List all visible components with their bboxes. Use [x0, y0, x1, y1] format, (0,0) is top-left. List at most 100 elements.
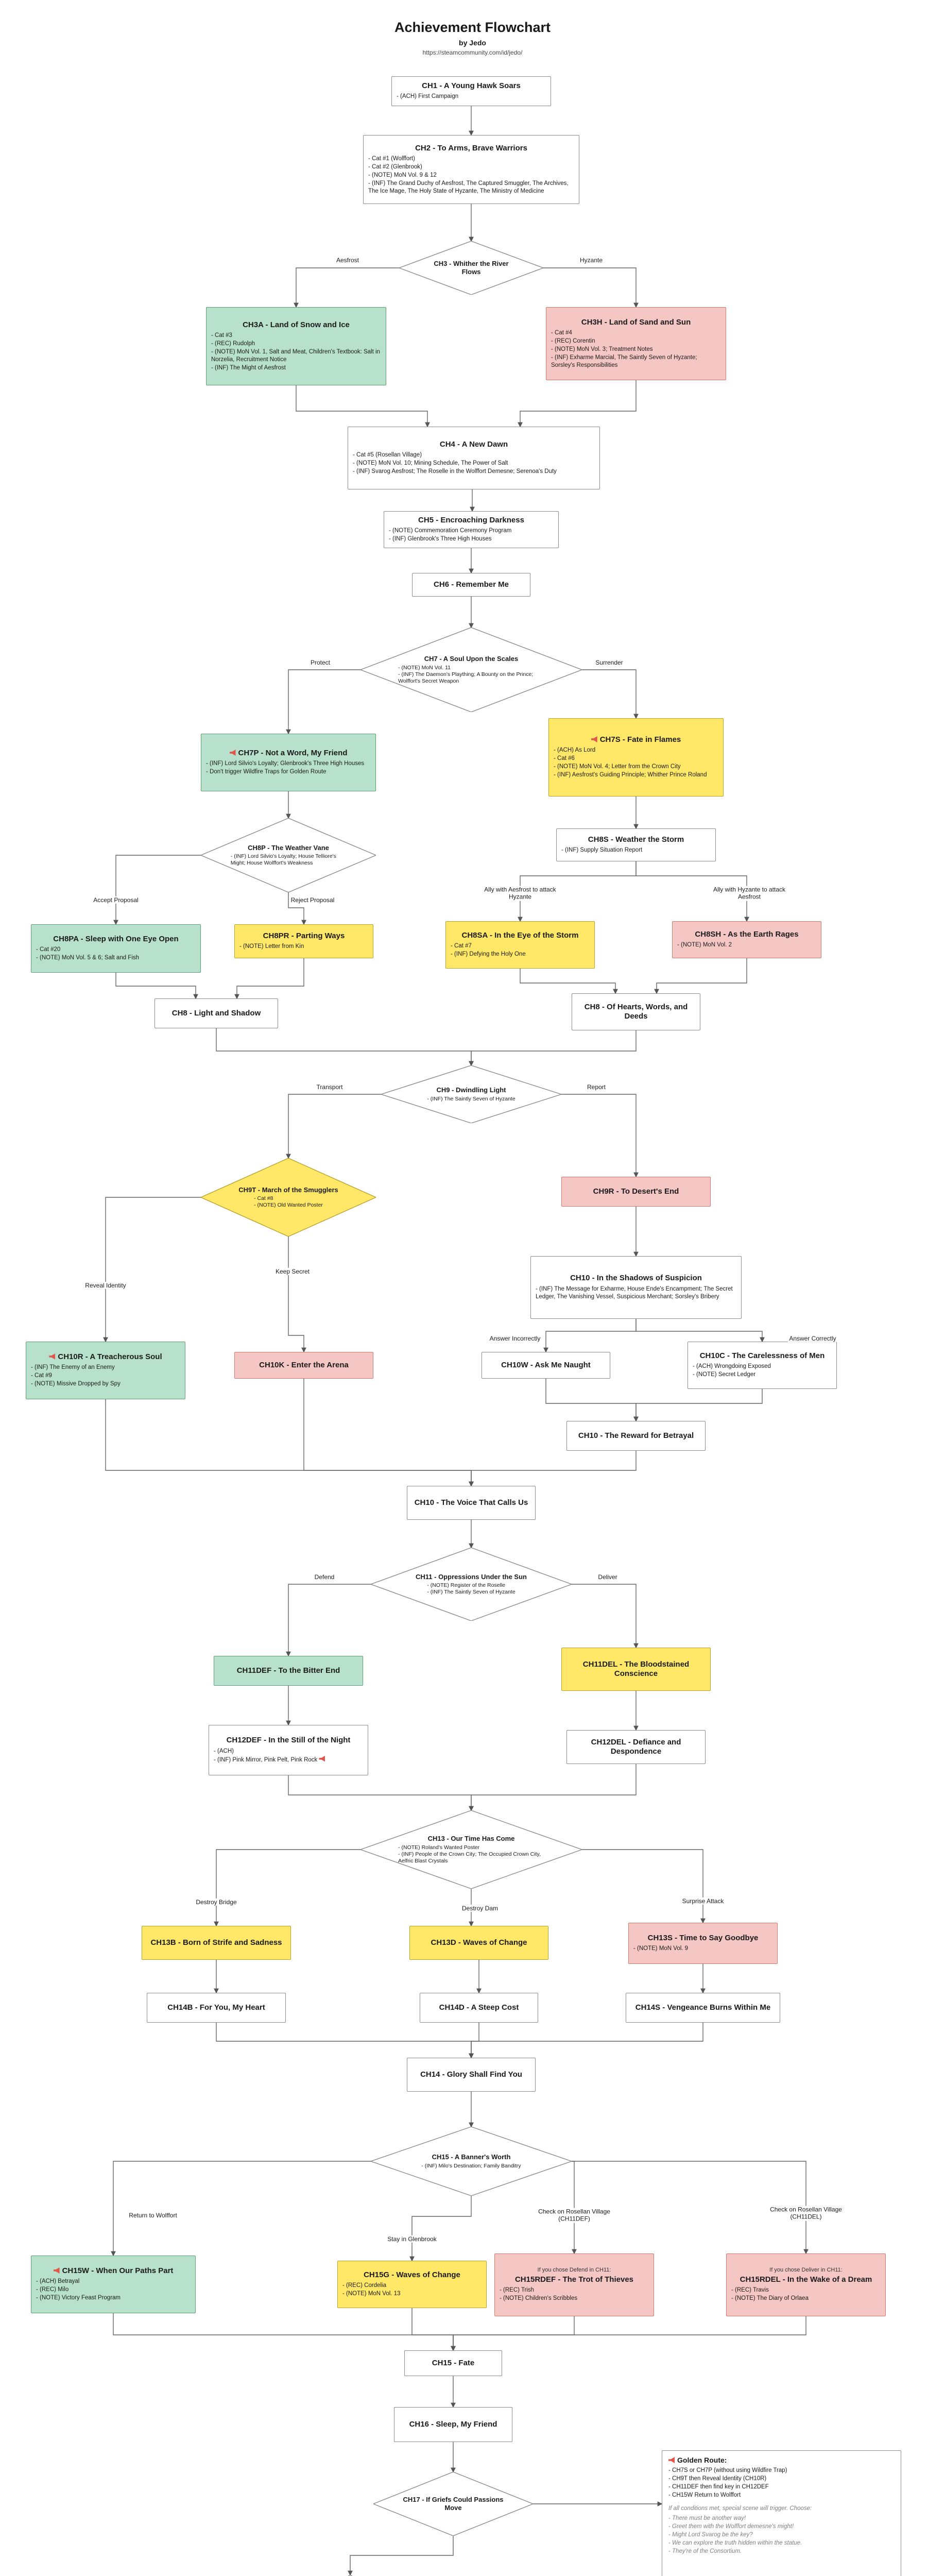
- node-title: CH10 - The Reward for Betrayal: [578, 1431, 694, 1440]
- node-ch1: CH1 - A Young Hawk Soars - (ACH) First C…: [391, 76, 551, 106]
- megaphone-icon: [591, 736, 597, 742]
- node-title: CH8 - Light and Shadow: [171, 1008, 261, 1018]
- diamond-shape: [399, 241, 543, 295]
- node-lines: - (INF) The Message for Exharme, House E…: [536, 1285, 733, 1300]
- author-url[interactable]: https://steamcommunity.com/id/jedo/: [422, 49, 523, 56]
- edge-label-surprise-attack: Surprise Attack: [680, 1897, 726, 1905]
- node-title: CH15W - When Our Paths Part: [53, 2266, 173, 2276]
- node-ch13b: CH13B - Born of Strife and Sadness: [142, 1926, 291, 1960]
- node-title: CH8SH - As the Earth Rages: [695, 929, 799, 939]
- diamond-shape: [371, 2127, 572, 2196]
- node-title: CH11DEL - The Bloodstained Conscience: [582, 1659, 690, 1678]
- node-ch8p: CH8P - The Weather Vane - (INF) Lord Sil…: [201, 818, 376, 892]
- node-title: CH8P - The Weather Vane: [248, 843, 329, 852]
- edge-label-return-to-wolffort: Return to Wolffort: [127, 2211, 179, 2219]
- page-title: Achievement Flowchart: [394, 20, 551, 35]
- node-lines: - Cat #5 (Rosellan Village)- (NOTE) MoN …: [353, 452, 557, 475]
- node-title: CH8SA - In the Eye of the Storm: [461, 930, 579, 940]
- node-title: CH14B - For You, My Heart: [167, 2003, 265, 2012]
- node-lines: - (ACH) Betrayal- (REC) Milo- (NOTE) Vic…: [36, 2278, 121, 2301]
- node-title: CH8PA - Sleep with One Eye Open: [53, 934, 179, 943]
- node-title: CH13 - Our Time Has Come: [427, 1835, 515, 1843]
- node-ch15rdel: If you chose Deliver in CH11: CH15RDEL -…: [726, 2253, 886, 2316]
- edge-label-answer-correctly: Answer Correctly: [787, 1334, 838, 1343]
- diamond-shape: [381, 1065, 561, 1123]
- node-title: CH14 - Glory Shall Find You: [420, 2070, 522, 2079]
- node-title: CH4 - A New Dawn: [439, 439, 508, 449]
- node-title: CH15G - Waves of Change: [364, 2270, 460, 2279]
- node-lines: - (NOTE) Roland's Wanted Poster- (INF) P…: [398, 1844, 541, 1864]
- node-title: CH14D - A Steep Cost: [439, 2003, 519, 2012]
- node-ch14s: CH14S - Vengeance Burns Within Me: [626, 1993, 780, 2023]
- edge-label-check-rosellan-def: Check on Rosellan Village (CH11DEF): [530, 2208, 618, 2223]
- node-title: CH10K - Enter the Arena: [259, 1360, 349, 1369]
- node-ch2: CH2 - To Arms, Brave Warriors - Cat #1 (…: [363, 135, 579, 204]
- node-title: CH5 - Encroaching Darkness: [418, 515, 524, 524]
- node-lines: - (INF) Supply Situation Report: [561, 847, 643, 854]
- node-ch3: CH3 - Whither the River Flows: [399, 241, 543, 295]
- node-ch9r: CH9R - To Desert's End: [561, 1177, 711, 1207]
- node-title: CH8PR - Parting Ways: [263, 931, 345, 940]
- node-title: CH17 - If Griefs Could Passions Move: [403, 2496, 504, 2512]
- node-ch15g: CH15G - Waves of Change - (REC) Cordelia…: [337, 2261, 487, 2308]
- node-ch3a: CH3A - Land of Snow and Ice - Cat #3- (R…: [206, 307, 386, 385]
- node-ch17: CH17 - If Griefs Could Passions Move: [373, 2472, 533, 2536]
- node-pretitle: If you chose Deliver in CH11:: [769, 2267, 843, 2274]
- node-ch15: CH15 - A Banner's Worth - (INF) Milo's D…: [371, 2127, 572, 2196]
- node-lines: - (NOTE) Commemoration Ceremony Program-…: [389, 528, 512, 543]
- node-ch8pr: CH8PR - Parting Ways - (NOTE) Letter fro…: [234, 924, 373, 958]
- edge-label-check-rosellan-del: Check on Rosellan Village (CH11DEL): [762, 2206, 850, 2221]
- node-title: CH10C - The Carelessness of Men: [699, 1351, 825, 1360]
- node-ch15w: CH15W - When Our Paths Part - (ACH) Betr…: [31, 2256, 196, 2313]
- node-ch10s: CH10 - In the Shadows of Suspicion - (IN…: [530, 1256, 742, 1319]
- edge-label-ally-hyzante: Ally with Hyzante to attack Aesfrost: [709, 886, 789, 901]
- node-ch9: CH9 - Dwindling Light - (INF) The Saintl…: [381, 1065, 561, 1123]
- node-ch13: CH13 - Our Time Has Come - (NOTE) Roland…: [360, 1810, 582, 1889]
- megaphone-icon: [53, 2267, 60, 2274]
- edge-label-reject-proposal: Reject Proposal: [289, 896, 336, 904]
- edge-label-accept-proposal: Accept Proposal: [92, 896, 140, 904]
- edge-label-defend: Defend: [313, 1573, 336, 1581]
- node-lines: - (REC) Trish- (NOTE) Children's Scribbl…: [500, 2286, 578, 2301]
- node-lines: - Cat #1 (Wolffort)- Cat #2 (Glenbrook)-…: [368, 155, 569, 194]
- node-lines: - Cat #7- (INF) Defying the Holy One: [451, 943, 526, 958]
- node-title: CH16 - Sleep, My Friend: [409, 2419, 497, 2429]
- node-ch8h: CH8 - Of Hearts, Words, and Deeds: [572, 993, 700, 1030]
- node-lines: - (NOTE) MoN Vol. 11- (INF) The Daemon's…: [398, 664, 534, 684]
- node-lines: - (ACH)- (INF) Pink Mirror, Pink Pelt, P…: [214, 1747, 363, 1765]
- node-title: CH2 - To Arms, Brave Warriors: [415, 143, 527, 152]
- node-title: CH14S - Vengeance Burns Within Me: [635, 2003, 771, 2012]
- node-ch15f: CH15 - Fate: [404, 2350, 502, 2376]
- node-lines: - (INF) The Saintly Seven of Hyzante: [427, 1095, 516, 1102]
- node-lines: - (ACH) As Lord- Cat #6- (NOTE) MoN Vol.…: [554, 747, 707, 778]
- node-ch11del: CH11DEL - The Bloodstained Conscience: [561, 1648, 711, 1691]
- node-title: CH8S - Weather the Storm: [588, 835, 684, 844]
- node-lines: - (ACH) First Campaign: [397, 93, 459, 100]
- edge-label-answer-incorrectly: Answer Incorrectly: [488, 1334, 542, 1343]
- node-ch7p: CH7P - Not a Word, My Friend - (INF) Lor…: [201, 734, 376, 791]
- node-ch8sa: CH8SA - In the Eye of the Storm - Cat #7…: [445, 921, 595, 969]
- node-title: CH9R - To Desert's End: [593, 1187, 679, 1196]
- node-title: CH11 - Oppressions Under the Sun: [416, 1572, 527, 1581]
- node-ch14b: CH14B - For You, My Heart: [147, 1993, 286, 2023]
- node-ch4: CH4 - A New Dawn - Cat #5 (Rosellan Vill…: [348, 427, 600, 489]
- node-lines: - (NOTE) Register of the Roselle- (INF) …: [427, 1582, 516, 1596]
- edge-label-surrender: Surrender: [594, 658, 625, 667]
- megaphone-icon: [49, 1353, 56, 1360]
- node-ch11def: CH11DEF - To the Bitter End: [214, 1656, 363, 1686]
- node-title: CH10R - A Treacherous Soul: [49, 1352, 162, 1362]
- node-ch9t: CH9T - March of the Smugglers - Cat #8- …: [201, 1158, 376, 1236]
- node-ch12del: CH12DEL - Defiance and Despondence: [566, 1730, 706, 1764]
- node-title: CH8 - Of Hearts, Words, and Deeds: [584, 1002, 688, 1021]
- node-title: CH15RDEF - The Trot of Thieves: [514, 2275, 634, 2284]
- node-ch13s: CH13S - Time to Say Goodbye - (NOTE) MoN…: [628, 1923, 778, 1964]
- node-ch10rw: CH10 - The Reward for Betrayal: [566, 1421, 706, 1451]
- node-lines: - (INF) Milo's Destination; Family Bandi…: [421, 2162, 521, 2169]
- node-title: CH15RDEL - In the Wake of a Dream: [740, 2275, 872, 2284]
- node-ch8l: CH8 - Light and Shadow: [154, 998, 278, 1028]
- node-title: CH7P - Not a Word, My Friend: [229, 749, 347, 758]
- edge-label-hyzante: Hyzante: [578, 256, 605, 264]
- node-lines: - (INF) Lord Silvio's Loyalty; Glenbrook…: [206, 760, 365, 775]
- node-ch16: CH16 - Sleep, My Friend: [394, 2407, 512, 2442]
- node-ch7s: CH7S - Fate in Flames - (ACH) As Lord- C…: [548, 718, 724, 796]
